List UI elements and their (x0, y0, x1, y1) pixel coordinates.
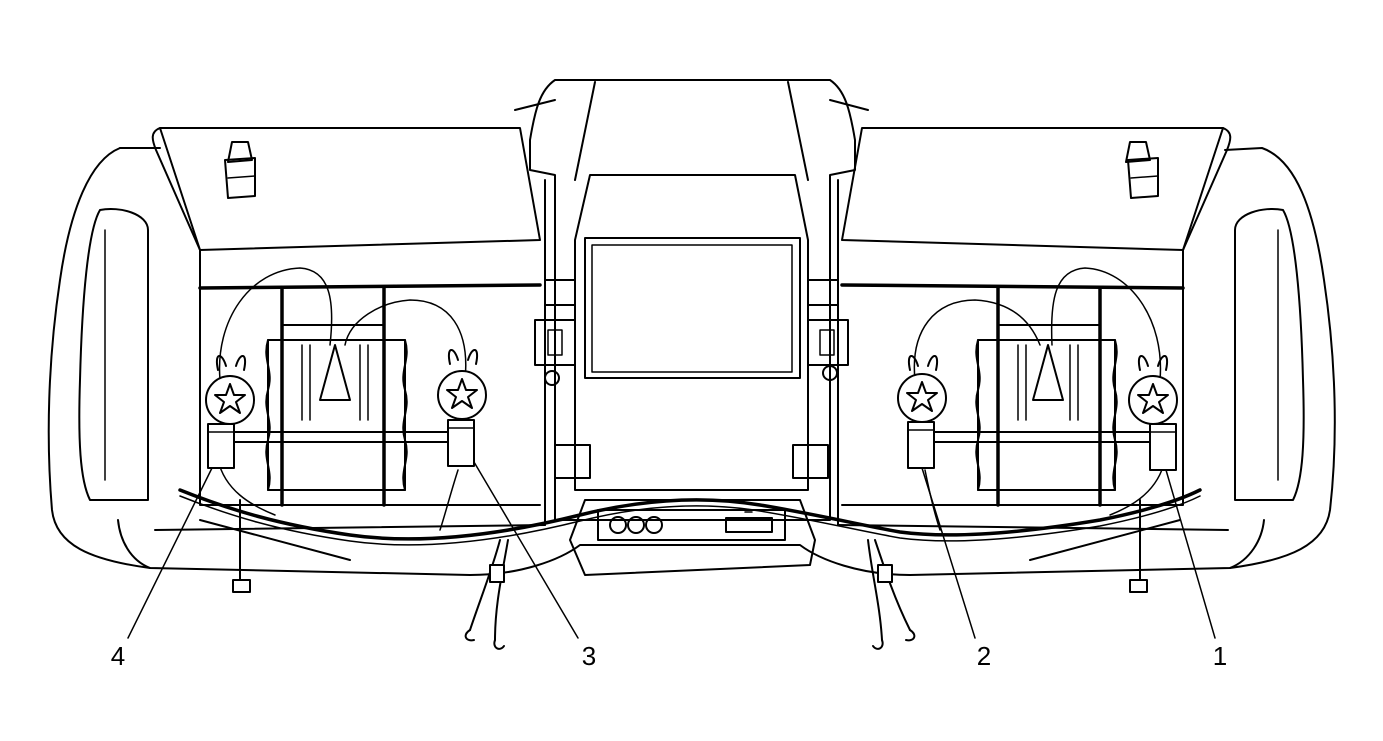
callout-labels: 4 3 2 1 (111, 641, 1227, 671)
callout-3: 3 (582, 641, 596, 671)
callout-1: 1 (1213, 641, 1227, 671)
callout-4: 4 (111, 641, 125, 671)
leader-line-3 (473, 461, 579, 639)
right-seat-frame (975, 286, 1118, 507)
motor-1 (1128, 355, 1178, 471)
leader-line-2 (921, 467, 976, 639)
left-seatback-panel (78, 127, 541, 506)
callout-leaders (127, 461, 1216, 639)
motor-2 (897, 355, 947, 469)
leader-line-1 (1165, 469, 1216, 639)
motor-4 (205, 355, 255, 469)
right-seatback-panel (841, 127, 1305, 506)
motor-cross-bars (234, 431, 1151, 443)
motor-3 (437, 349, 487, 467)
actuator-cables (217, 267, 1166, 531)
seat-cushion-outline (47, 147, 1336, 576)
leader-line-4 (127, 467, 213, 639)
callout-2: 2 (977, 641, 991, 671)
wiring-harness (178, 488, 1202, 650)
left-seat-frame (265, 286, 408, 507)
seat-frame-rails (154, 283, 1229, 531)
center-armrest (514, 79, 869, 576)
